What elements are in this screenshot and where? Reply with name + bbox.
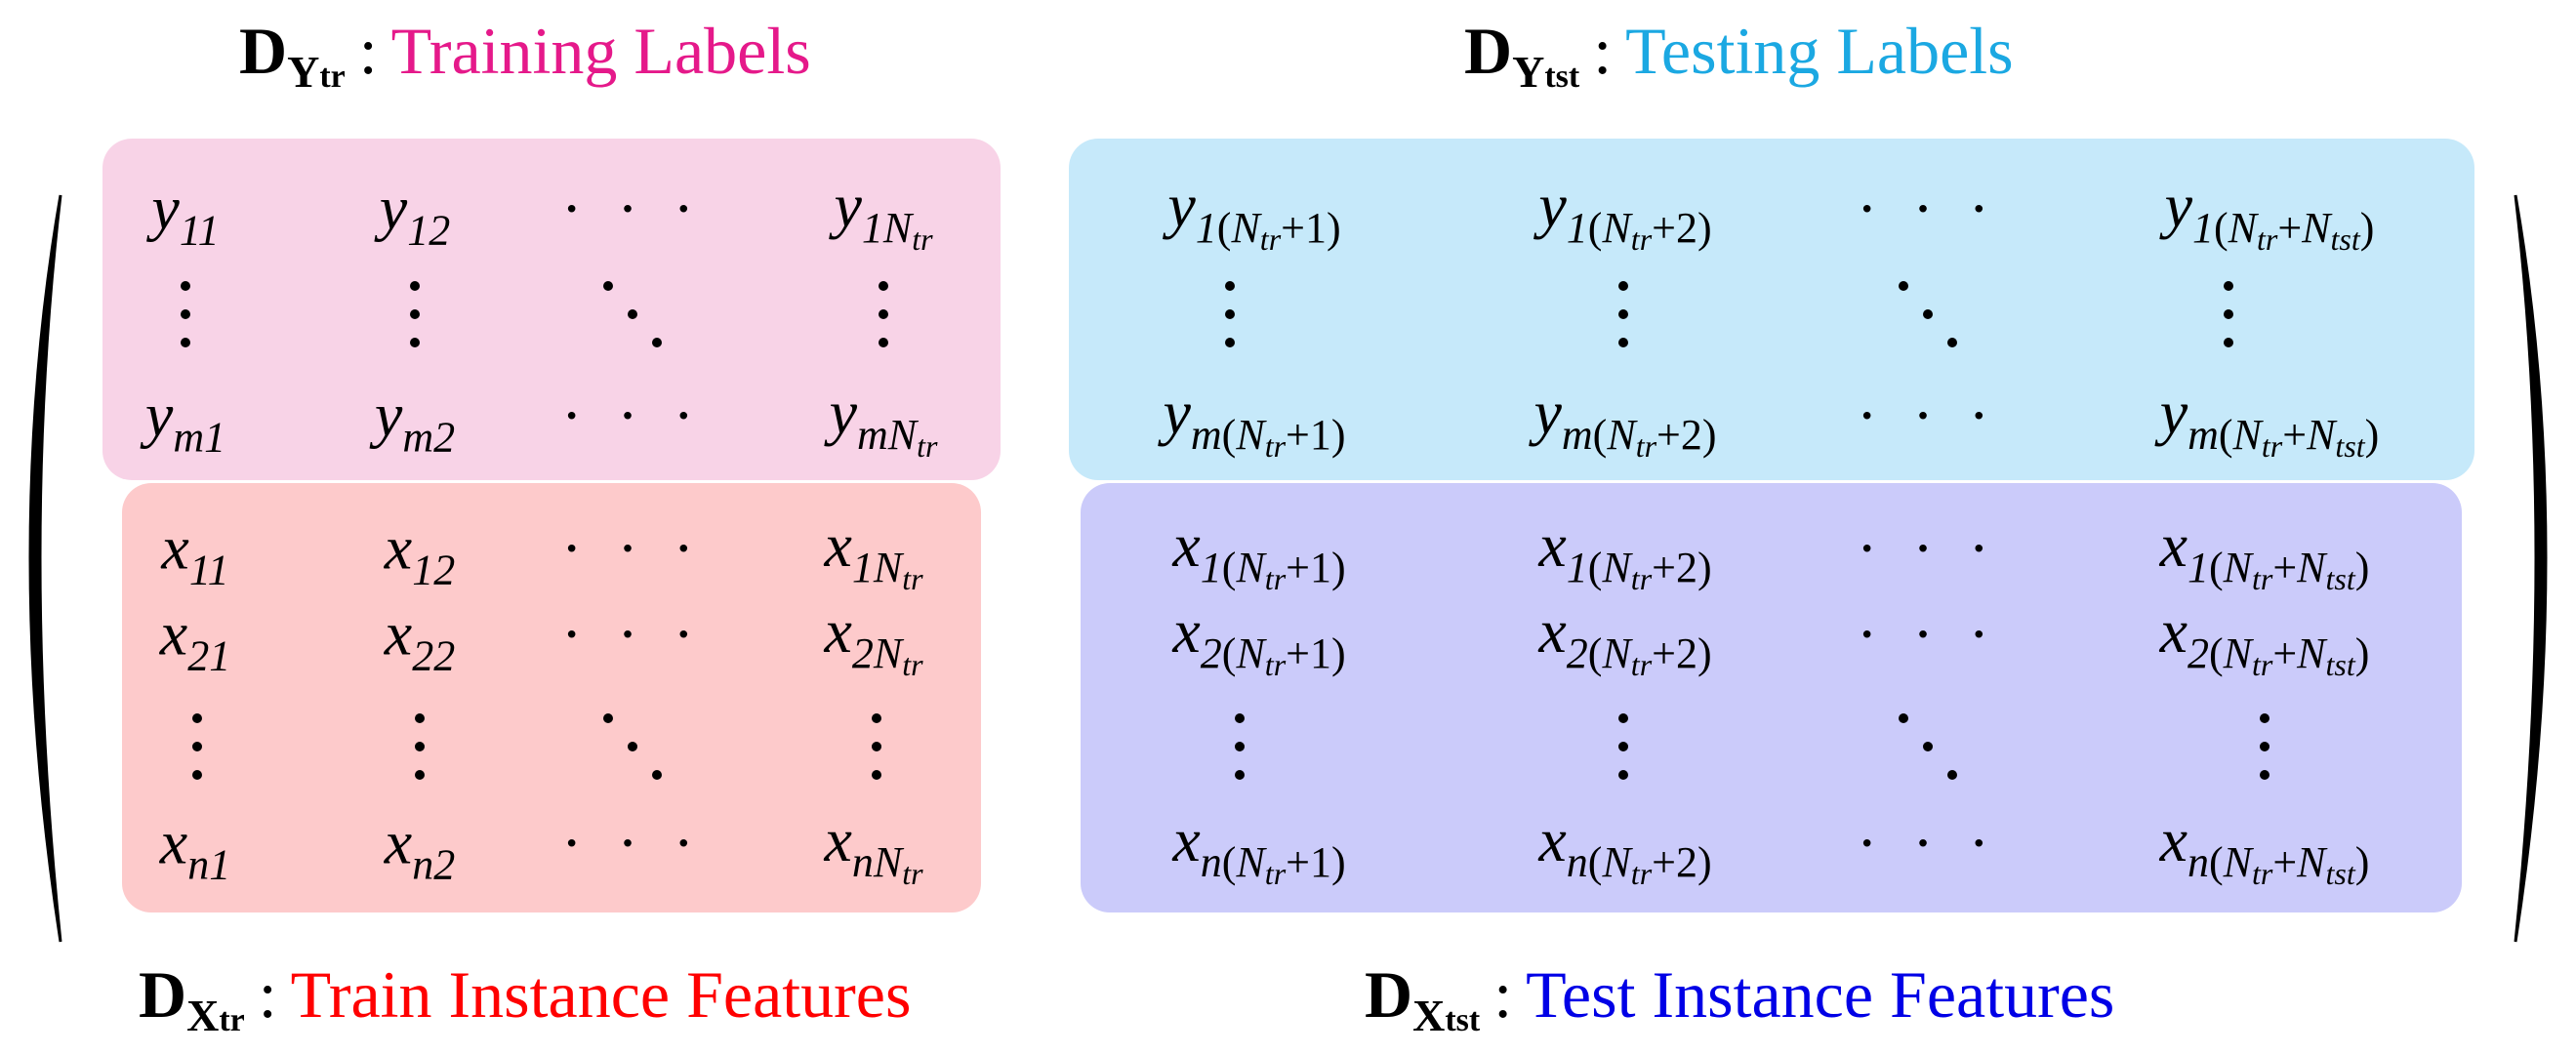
heading-colon: : xyxy=(1593,14,1613,88)
vertical-ellipsis xyxy=(2255,709,2274,784)
test-labels-block xyxy=(1069,139,2474,480)
horizontal-ellipsis: · · · xyxy=(1857,599,1999,669)
diagonal-ellipsis xyxy=(595,277,670,351)
heading-test-labels: DYtst:Testing Labels xyxy=(1464,18,2014,95)
matrix-entry: ym(Ntr+2) xyxy=(1533,378,1717,464)
horizontal-ellipsis: · · · xyxy=(561,381,704,450)
left-parenthesis xyxy=(28,194,62,943)
matrix-entry: x2Ntr xyxy=(824,596,923,682)
train-labels-block xyxy=(102,139,1001,480)
matrix-entry: x2(Ntr+2) xyxy=(1538,596,1712,682)
matrix-entry: x1Ntr xyxy=(824,510,923,596)
matrix-entry: ymNtr xyxy=(829,378,938,464)
heading-colon: : xyxy=(1493,957,1513,1032)
matrix-entry: x11 xyxy=(161,512,229,594)
heading-colon: : xyxy=(258,957,277,1032)
matrix-entry: x1(Ntr+2) xyxy=(1538,510,1712,596)
matrix-entry: x2(Ntr+1) xyxy=(1172,596,1346,682)
matrix-entry: xn(Ntr+2) xyxy=(1538,805,1712,891)
matrix-entry: x12 xyxy=(384,512,456,594)
matrix-entry: x1(Ntr+Ntst) xyxy=(2159,510,2370,596)
vertical-ellipsis xyxy=(405,277,425,351)
heading-subscript: Xtr xyxy=(186,991,245,1040)
heading-label: Testing Labels xyxy=(1625,14,2014,88)
heading-test-features: DXtst:Test Instance Features xyxy=(1365,961,2114,1038)
heading-symbol: D xyxy=(239,14,288,88)
matrix-entry: xnNtr xyxy=(824,805,923,891)
heading-subscript: Xtst xyxy=(1412,991,1481,1040)
heading-train-features: DXtr:Train Instance Features xyxy=(139,961,911,1038)
vertical-ellipsis xyxy=(187,709,207,784)
matrix-entry: y1(Ntr+1) xyxy=(1167,171,1341,257)
heading-symbol: D xyxy=(1464,14,1513,88)
matrix-entry: x1(Ntr+1) xyxy=(1172,510,1346,596)
matrix-entry: y1Ntr xyxy=(834,171,933,257)
matrix-entry: ym(Ntr+Ntst) xyxy=(2159,378,2380,464)
heading-label: Training Labels xyxy=(390,14,811,88)
matrix-entry: xn(Ntr+Ntst) xyxy=(2159,805,2370,891)
horizontal-ellipsis: · · · xyxy=(1857,808,1999,877)
horizontal-ellipsis: · · · xyxy=(561,808,704,877)
matrix-entry: y12 xyxy=(379,173,451,255)
train-features-block xyxy=(122,483,981,912)
heading-label: Train Instance Features xyxy=(290,957,912,1032)
horizontal-ellipsis: · · · xyxy=(1857,381,1999,450)
matrix-entry: y1(Ntr+Ntst) xyxy=(2164,171,2375,257)
diagonal-ellipsis xyxy=(1891,709,1965,784)
matrix-entry: x22 xyxy=(384,598,456,680)
heading-label: Test Instance Features xyxy=(1526,957,2115,1032)
vertical-ellipsis xyxy=(874,277,893,351)
matrix-entry: x21 xyxy=(159,598,231,680)
heading-symbol: D xyxy=(1365,957,1413,1032)
horizontal-ellipsis: · · · xyxy=(561,174,704,243)
horizontal-ellipsis: · · · xyxy=(1857,174,1999,243)
matrix-entry: ym1 xyxy=(144,380,226,462)
heading-subscript: Ytr xyxy=(287,47,346,97)
matrix-entry: ym(Ntr+1) xyxy=(1163,378,1346,464)
matrix-entry: xn1 xyxy=(159,807,231,889)
vertical-ellipsis xyxy=(1614,709,1633,784)
vertical-ellipsis xyxy=(1614,277,1633,351)
vertical-ellipsis xyxy=(410,709,429,784)
matrix-entry: xn2 xyxy=(384,807,456,889)
matrix-entry: xn(Ntr+1) xyxy=(1172,805,1346,891)
vertical-ellipsis xyxy=(2219,277,2238,351)
right-parenthesis xyxy=(2514,194,2548,943)
vertical-ellipsis xyxy=(176,277,195,351)
matrix-entry: ym2 xyxy=(374,380,456,462)
horizontal-ellipsis: · · · xyxy=(561,599,704,669)
diagonal-ellipsis xyxy=(1891,277,1965,351)
test-features-block xyxy=(1081,483,2462,912)
heading-colon: : xyxy=(358,14,378,88)
vertical-ellipsis xyxy=(1230,709,1249,784)
matrix-entry: x2(Ntr+Ntst) xyxy=(2159,596,2370,682)
heading-train-labels: DYtr:Training Labels xyxy=(239,18,811,95)
horizontal-ellipsis: · · · xyxy=(561,513,704,583)
heading-symbol: D xyxy=(139,957,187,1032)
diagonal-ellipsis xyxy=(595,709,670,784)
matrix-entry: y1(Ntr+2) xyxy=(1538,171,1712,257)
heading-subscript: Ytst xyxy=(1512,47,1580,97)
vertical-ellipsis xyxy=(1220,277,1240,351)
vertical-ellipsis xyxy=(867,709,886,784)
horizontal-ellipsis: · · · xyxy=(1857,513,1999,583)
matrix-entry: y11 xyxy=(151,173,220,255)
